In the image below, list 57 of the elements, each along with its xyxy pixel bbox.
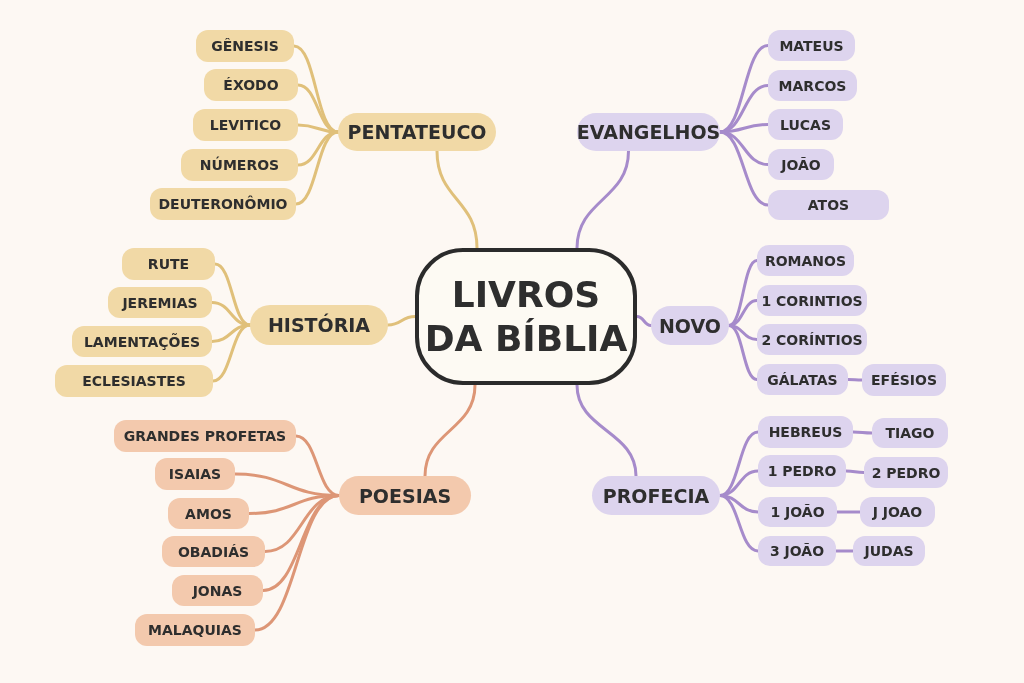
subtopic: MARCOS xyxy=(768,70,857,101)
subtopic: 2 CORÍNTIOS xyxy=(757,324,867,355)
subtopic: JEREMIAS xyxy=(108,287,212,318)
subtopic: GRANDES PROFETAS xyxy=(114,420,296,452)
branch-topic: PROFECIA xyxy=(592,476,720,515)
connector-line xyxy=(423,383,477,478)
connector-line xyxy=(253,494,341,632)
connector-line xyxy=(727,324,759,381)
subtopic: 1 PEDRO xyxy=(758,455,846,487)
subtopic: 3 JOÃO xyxy=(758,536,836,566)
subtopic: NÚMEROS xyxy=(181,149,298,181)
connector-line xyxy=(386,315,417,327)
subtopic: TIAGO xyxy=(872,418,948,448)
subtopic: AMOS xyxy=(168,498,249,529)
subtopic: MALAQUIAS xyxy=(135,614,255,646)
subtopic: LAMENTAÇÕES xyxy=(72,326,212,357)
branch-topic: NOVO xyxy=(651,306,729,345)
connector-line xyxy=(718,494,760,553)
subtopic: HEBREUS xyxy=(758,416,853,448)
connector-line xyxy=(635,315,653,327)
subtopic: RUTE xyxy=(122,248,215,280)
connector-line xyxy=(575,149,630,250)
subtopic: DEUTERONÔMIO xyxy=(150,188,296,220)
subtopic: OBADIÁS xyxy=(162,536,265,567)
connector-line xyxy=(210,301,252,327)
subtopic: JOÃO xyxy=(768,149,834,180)
subtopic: LUCAS xyxy=(768,109,843,140)
connector-line xyxy=(835,510,862,514)
branch-topic: HISTÓRIA xyxy=(250,305,388,345)
subtopic: GÊNESIS xyxy=(196,30,294,62)
subtopic: ATOS xyxy=(768,190,889,220)
subtopic: EFÉSIOS xyxy=(862,364,946,396)
connector-line xyxy=(846,378,864,382)
central-topic: LIVROS DA BÍBLIA xyxy=(415,248,637,385)
subtopic: ECLESIASTES xyxy=(55,365,213,397)
subtopic: JUDAS xyxy=(853,536,925,566)
subtopic: J JOAO xyxy=(860,497,935,527)
connector-line xyxy=(575,383,638,478)
subtopic: ROMANOS xyxy=(757,245,854,276)
connector-line xyxy=(435,149,479,250)
connector-line xyxy=(844,469,866,474)
subtopic: ÉXODO xyxy=(204,69,298,101)
branch-topic: PENTATEUCO xyxy=(338,113,496,151)
subtopic: MATEUS xyxy=(768,30,855,61)
connector-line xyxy=(211,323,252,383)
branch-topic: EVANGELHOS xyxy=(577,113,720,151)
subtopic: LEVITICO xyxy=(193,109,298,141)
subtopic: 2 PEDRO xyxy=(864,457,948,488)
connector-line xyxy=(851,430,874,435)
subtopic: JONAS xyxy=(172,575,263,606)
connector-line xyxy=(294,130,340,206)
branch-topic: POESIAS xyxy=(339,476,471,515)
subtopic: 1 CORINTIOS xyxy=(757,285,867,316)
subtopic: 1 JOÃO xyxy=(758,497,837,527)
connector-line xyxy=(718,130,770,207)
subtopic: ISAIAS xyxy=(155,458,235,490)
subtopic: GÁLATAS xyxy=(757,364,848,395)
